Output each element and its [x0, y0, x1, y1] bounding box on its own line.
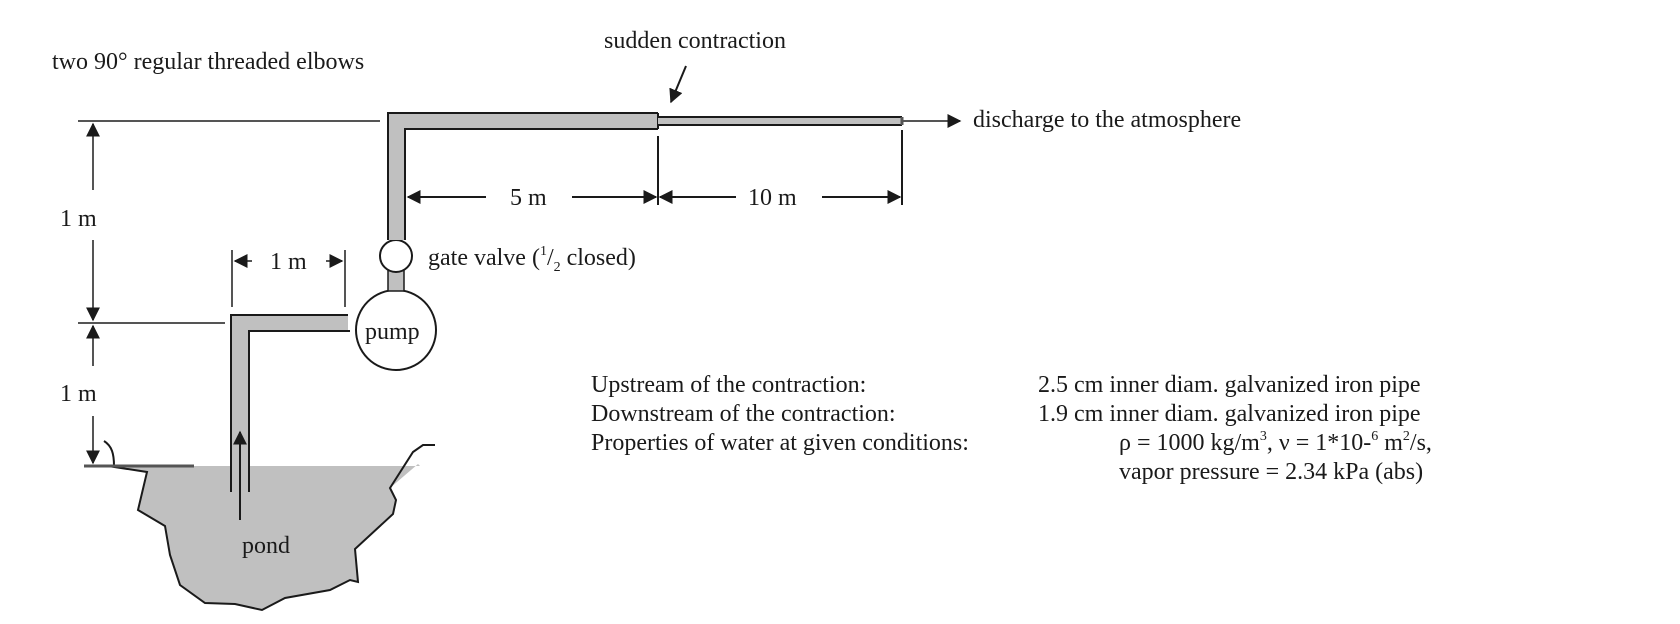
upstream-length-label: 5 m [510, 185, 547, 211]
vertical-dim-lower-label: 1 m [60, 381, 97, 407]
upstream-key: Upstream of the contraction: [591, 372, 867, 398]
sudden-contraction-label: sudden contraction [604, 28, 786, 54]
water-key: Properties of water at given conditions: [591, 430, 969, 456]
pump-label: pump [365, 319, 420, 345]
pond-label: pond [242, 533, 290, 559]
gate-valve-label: gate valve (1/2 closed) [428, 244, 636, 275]
contraction-pointer-arrow [669, 65, 687, 104]
suction-length-label: 1 m [270, 249, 307, 275]
discharge-label: discharge to the atmosphere [973, 107, 1242, 133]
vertical-dimensions [78, 120, 380, 465]
water-density-viscosity: ρ = 1000 kg/m3, ν = 1*10-6 m2/s, [1119, 429, 1432, 457]
upstream-value: 2.5 cm inner diam. galvanized iron pipe [1038, 372, 1421, 398]
downstream-value: 1.9 cm inner diam. galvanized iron pipe [1038, 401, 1421, 427]
horizontal-length-dimensions [406, 130, 903, 205]
discharge-pipe-upstream [387, 112, 659, 240]
downstream-length-label: 10 m [748, 185, 797, 211]
downstream-key: Downstream of the contraction: [591, 401, 896, 427]
discharge-pipe-downstream [658, 116, 904, 126]
pond-shape [84, 440, 435, 612]
gate-valve-circle [379, 239, 413, 273]
elbows-label: two 90° regular threaded elbows [52, 49, 365, 75]
suction-pipe [230, 314, 350, 520]
vapor-pressure-value: vapor pressure = 2.34 kPa (abs) [1119, 459, 1424, 485]
vertical-dim-upper-label: 1 m [60, 206, 97, 232]
suction-horizontal-dimension [231, 250, 346, 307]
